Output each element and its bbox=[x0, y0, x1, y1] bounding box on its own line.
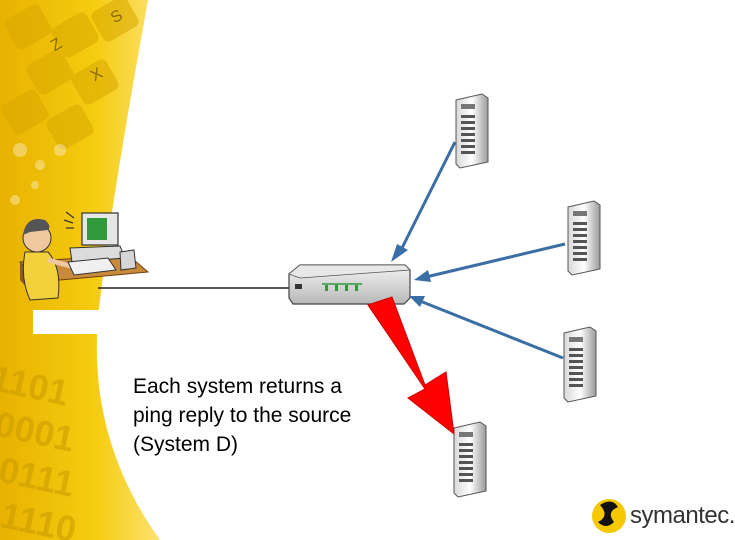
caption-line-2: ping reply to the source bbox=[133, 404, 352, 427]
caption: Each system returns a ping reply to the … bbox=[133, 372, 393, 459]
reply-arrow-lower bbox=[409, 296, 564, 360]
network-diagram: S Z X 1101 0001 0111 1110 bbox=[0, 0, 626, 540]
network-hub bbox=[288, 264, 411, 305]
server-top bbox=[455, 93, 489, 169]
server-lower bbox=[563, 326, 597, 403]
source-computer-user bbox=[18, 211, 150, 301]
symantec-logo-text: symantec. bbox=[630, 502, 735, 529]
caption-line-1: Each system returns a bbox=[133, 375, 342, 398]
server-mid bbox=[567, 200, 601, 276]
server-bottom bbox=[453, 421, 487, 498]
reply-arrow-top bbox=[391, 141, 457, 262]
caption-line-3: (System D) bbox=[133, 433, 238, 456]
symantec-logo-icon bbox=[592, 499, 626, 533]
label-box bbox=[33, 310, 113, 334]
reply-arrow-mid bbox=[414, 242, 566, 282]
highlight-arrow bbox=[367, 296, 455, 436]
